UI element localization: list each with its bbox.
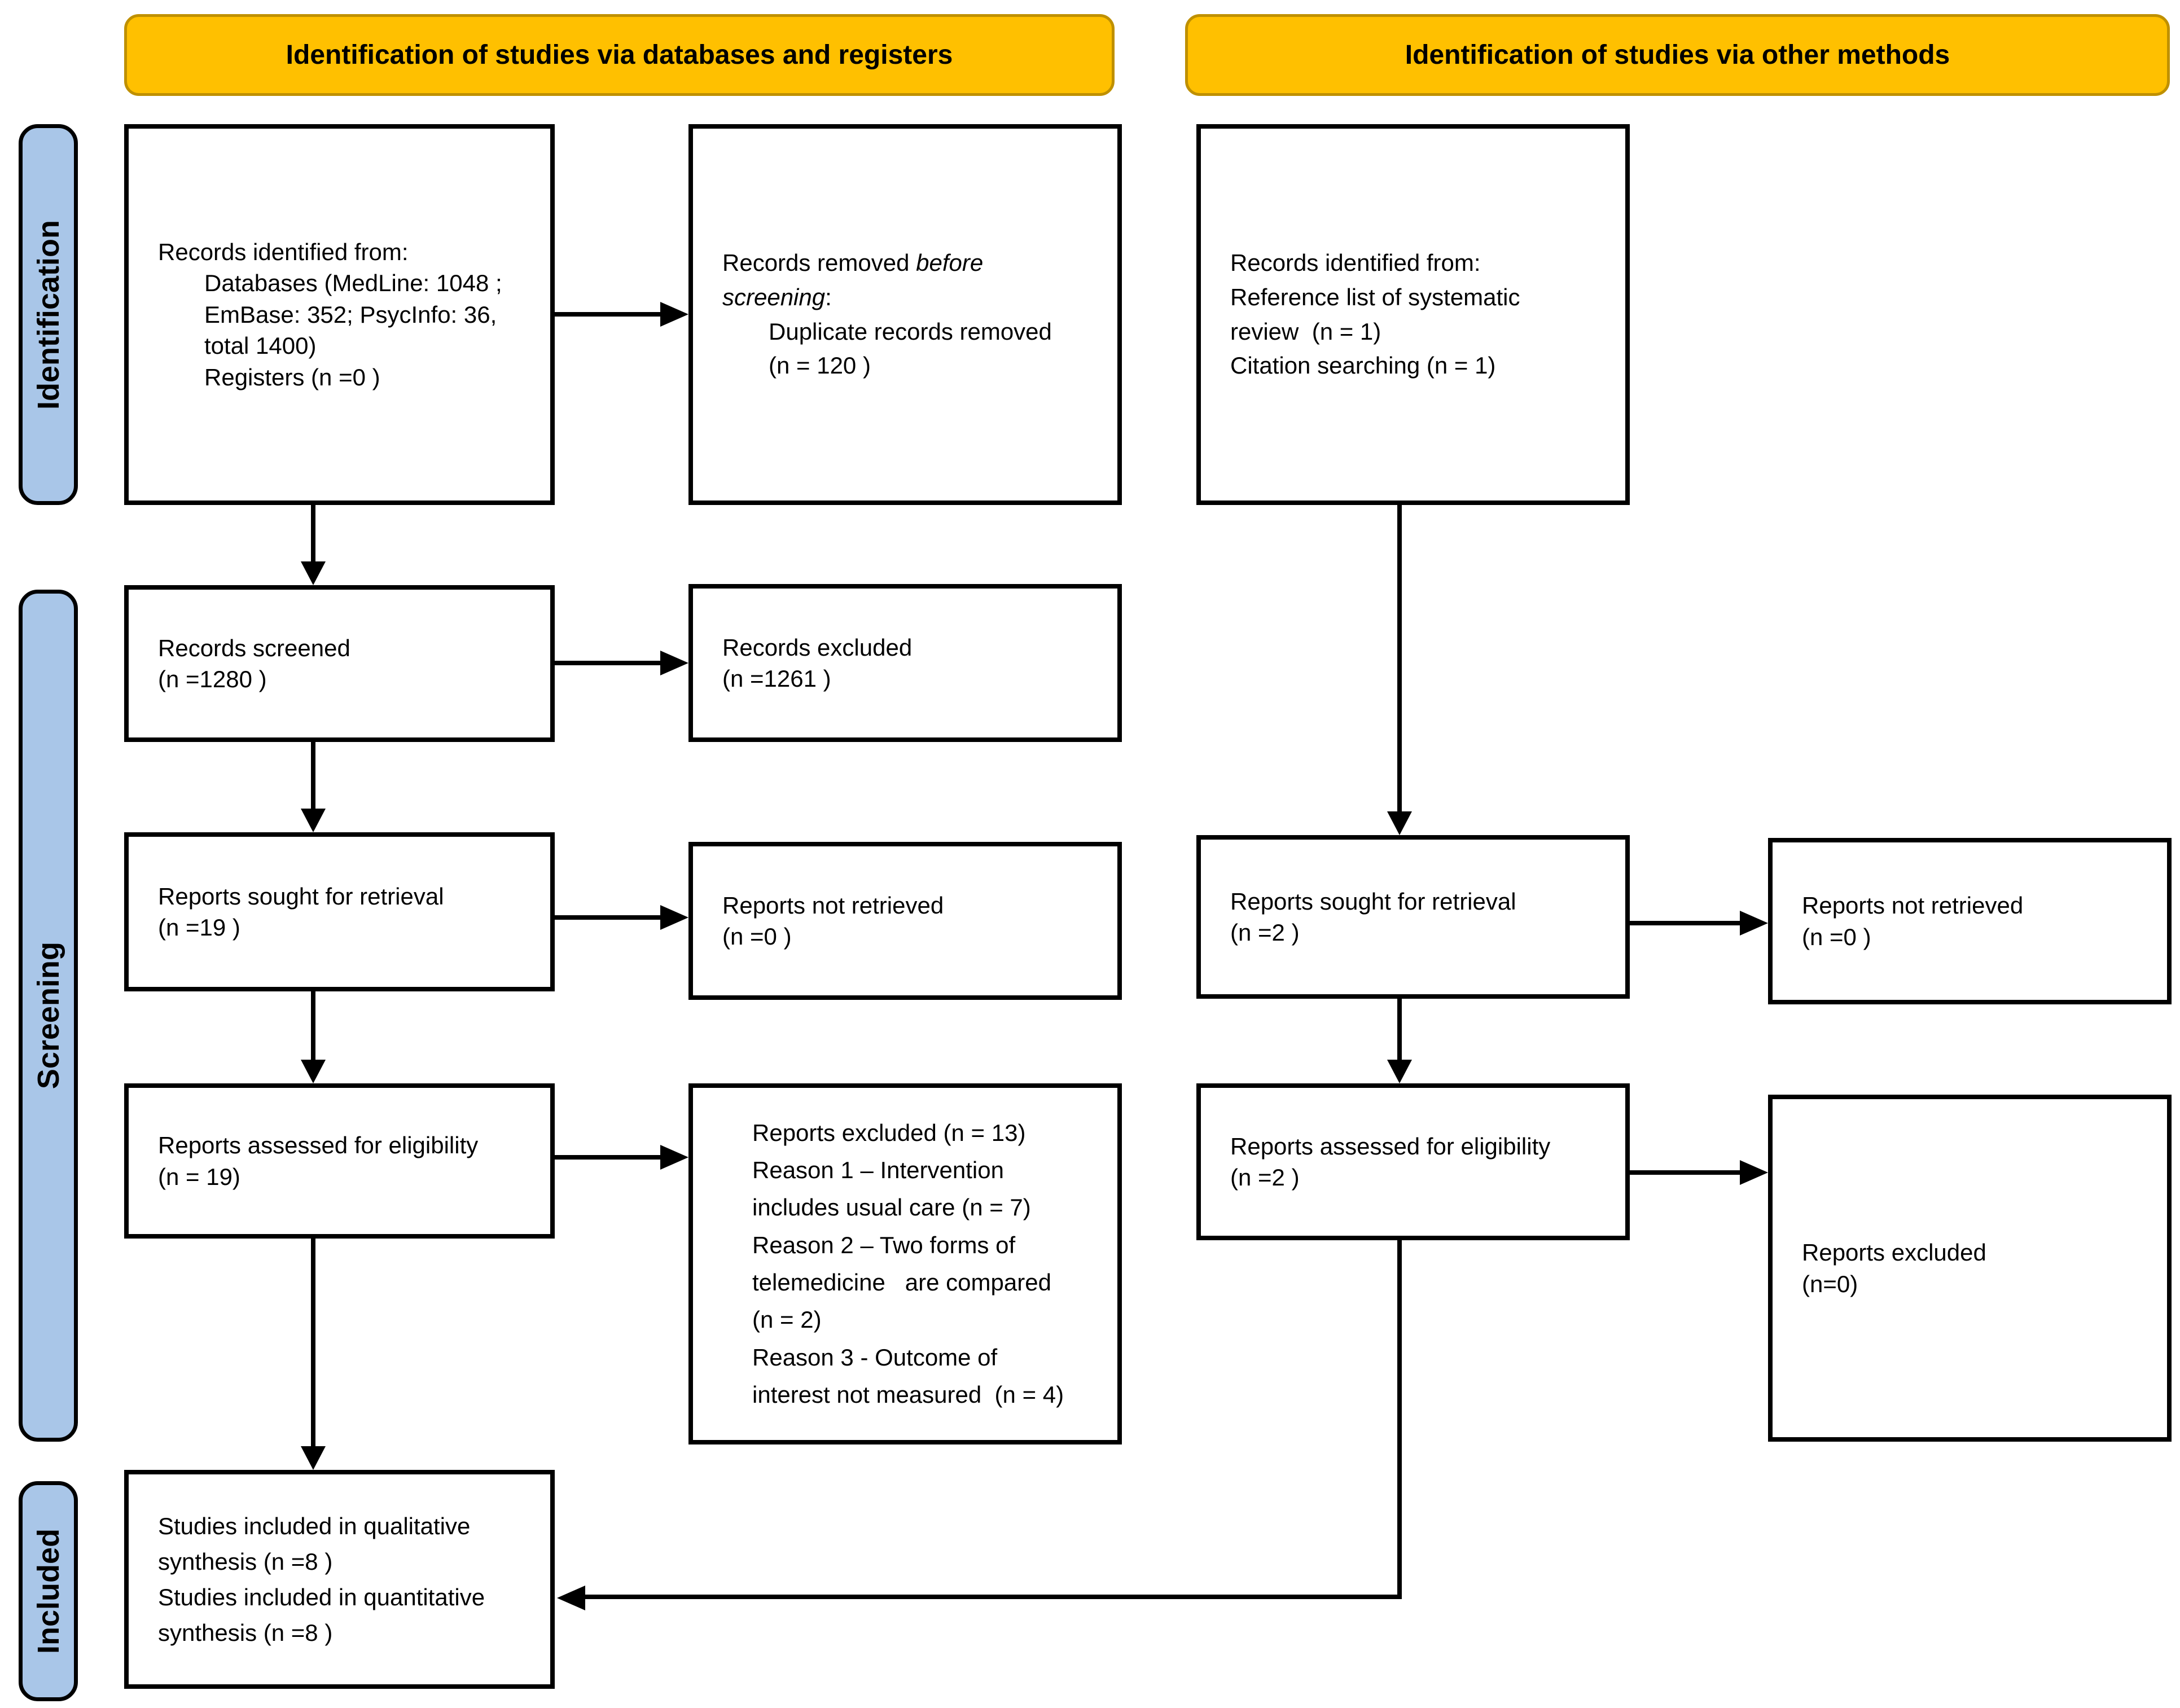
elbow-line-horizontal-to-included [585, 1595, 1402, 1599]
elbow-line-vertical-other-assessed [1397, 1240, 1402, 1599]
stage-label-screening: Screening [19, 590, 78, 1442]
banner-identification-databases: Identification of studies via databases … [124, 14, 1115, 96]
reports-assessed-eligibility-databases-box: Reports assessed for eligibility(n = 19) [124, 1083, 555, 1239]
stage-label-included-text: Included [31, 1528, 65, 1654]
arrowhead-right-icon [660, 302, 688, 327]
arrow-line-screened-to-excluded [555, 661, 660, 665]
arrow-line-assessed-to-excluded-reasons [555, 1155, 660, 1160]
arrowhead-down-icon [301, 1446, 326, 1470]
reports-sought-retrieval-databases-box: Reports sought for retrieval(n =19 ) [124, 832, 555, 991]
arrowhead-down-icon [1387, 811, 1412, 835]
arrowhead-down-icon [1387, 1060, 1412, 1083]
banner-identification-other-methods: Identification of studies via other meth… [1185, 14, 2170, 96]
arrowhead-down-icon [301, 1060, 326, 1083]
reports-excluded-reasons-box: Reports excluded (n = 13)Reason 1 – Inte… [688, 1083, 1122, 1444]
arrowhead-down-icon [301, 809, 326, 832]
records-screened-box: Records screened(n =1280 ) [124, 585, 555, 742]
arrow-line-other-sought-to-assessed [1397, 999, 1402, 1060]
arrowhead-left-icon [557, 1586, 585, 1610]
arrowhead-right-icon [660, 651, 688, 675]
arrowhead-down-icon [301, 561, 326, 585]
stage-label-included: Included [19, 1481, 78, 1701]
arrow-line-other-assessed-to-excluded [1630, 1170, 1740, 1175]
reports-assessed-eligibility-other-box: Reports assessed for eligibility(n =2 ) [1196, 1083, 1630, 1240]
stage-label-identification: Identification [19, 124, 78, 505]
arrow-line-other-identified-to-sought [1397, 505, 1402, 811]
records-identified-databases-box: Records identified from:Databases (MedLi… [124, 124, 555, 505]
arrow-line-identified-to-screened [311, 505, 315, 561]
arrowhead-right-icon [660, 1145, 688, 1170]
arrow-line-sought-to-not-retrieved [555, 915, 660, 920]
stage-label-identification-text: Identification [31, 219, 65, 410]
arrow-line-assessed-to-included [311, 1239, 315, 1446]
arrow-line-other-sought-to-not-retrieved [1630, 921, 1740, 925]
records-identified-other-methods-box: Records identified from:Reference list o… [1196, 124, 1630, 505]
records-excluded-box: Records excluded(n =1261 ) [688, 584, 1122, 742]
arrow-line-identified-to-removed [555, 312, 660, 317]
stage-label-screening-text: Screening [31, 942, 65, 1090]
arrow-line-sought-to-assessed [311, 991, 315, 1060]
reports-not-retrieved-other-box: Reports not retrieved(n =0 ) [1768, 838, 2172, 1004]
arrow-line-screened-to-sought [311, 742, 315, 809]
reports-excluded-other-box: Reports excluded(n=0) [1768, 1095, 2172, 1442]
arrowhead-right-icon [1740, 1160, 1768, 1185]
arrowhead-right-icon [660, 905, 688, 930]
reports-not-retrieved-databases-box: Reports not retrieved(n =0 ) [688, 842, 1122, 1000]
arrowhead-right-icon [1740, 911, 1768, 936]
reports-sought-retrieval-other-box: Reports sought for retrieval(n =2 ) [1196, 835, 1630, 999]
